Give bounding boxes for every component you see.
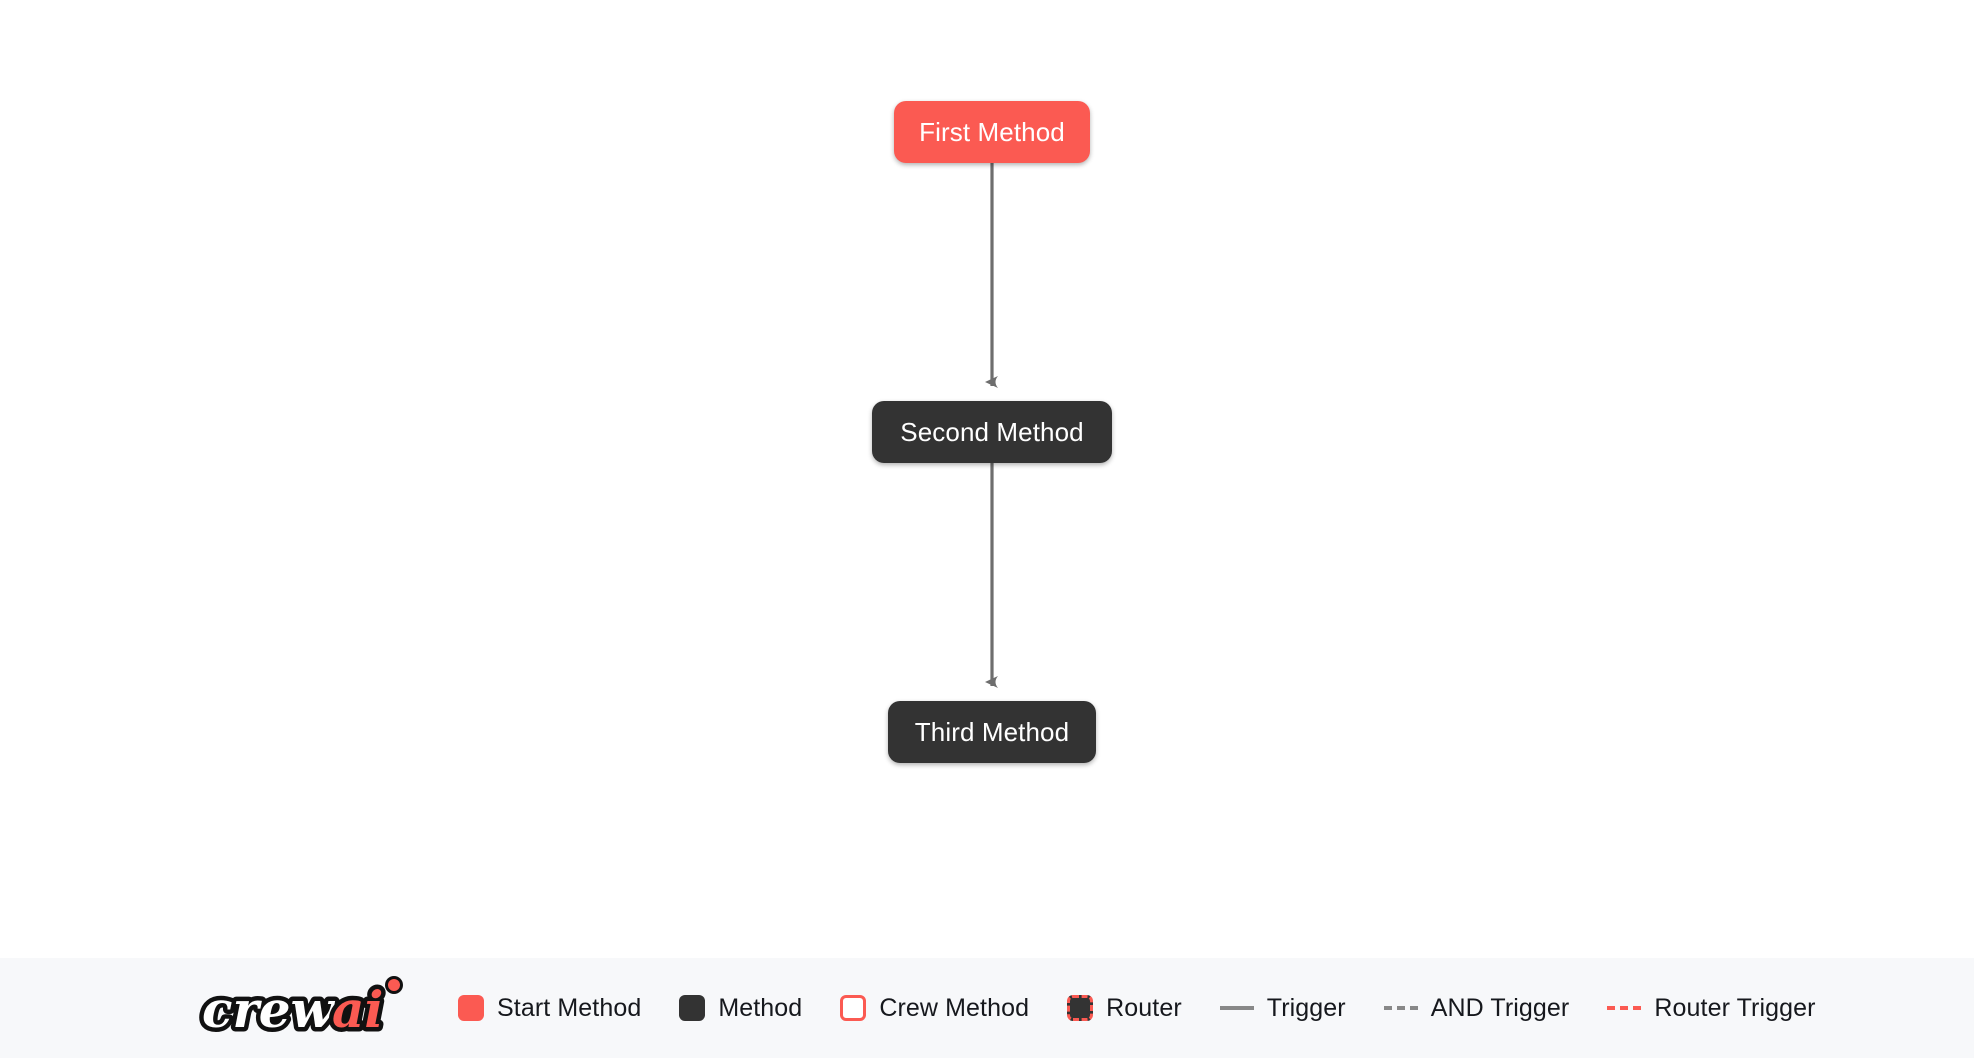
flow-node-label: First Method (919, 116, 1065, 147)
crew-method-swatch-icon (840, 995, 867, 1021)
svg-text:ai: ai (332, 980, 383, 1039)
legend-item-router-trigger: Router Trigger (1607, 994, 1815, 1023)
legend-item-router: Router (1067, 994, 1182, 1023)
flow-node-second-method[interactable]: Second Method (872, 401, 1112, 463)
legend-item-trigger: Trigger (1219, 993, 1346, 1023)
legend-bar: crew crew ai ai Start Method Method Crew… (0, 958, 1974, 1058)
legend-item-start-method: Start Method (458, 994, 641, 1023)
legend-item-label: Crew Method (879, 993, 1030, 1022)
router-trigger-line-icon (1607, 1006, 1642, 1010)
legend-item-label: Router (1106, 993, 1182, 1022)
legend-item-label: Start Method (497, 993, 642, 1022)
and-trigger-line-icon (1383, 1006, 1418, 1010)
crewai-logo: crew crew ai ai (198, 976, 403, 1043)
legend-item-method: Method (679, 994, 802, 1023)
trigger-line-icon (1219, 1006, 1254, 1010)
svg-text:crew: crew (202, 980, 336, 1039)
method-swatch-icon (679, 995, 706, 1021)
flow-node-third-method[interactable]: Third Method (888, 701, 1096, 763)
flow-canvas[interactable]: First Method Second Method Third Method (0, 0, 1974, 958)
flow-node-label: Second Method (900, 416, 1084, 447)
legend-item-label: Router Trigger (1654, 993, 1816, 1022)
legend-item-label: Trigger (1266, 993, 1346, 1022)
flow-node-first-method[interactable]: First Method (894, 101, 1090, 163)
legend-item-label: Method (718, 993, 803, 1022)
legend-item-and-trigger: AND Trigger (1383, 993, 1570, 1023)
start-method-swatch-icon (458, 995, 484, 1021)
flow-node-label: Third Method (914, 716, 1070, 747)
router-swatch-icon (1067, 995, 1094, 1021)
legend-item-crew-method: Crew Method (840, 994, 1029, 1023)
svg-text:ai: ai (332, 980, 383, 1039)
legend-item-label: AND Trigger (1430, 993, 1570, 1022)
svg-text:crew: crew (202, 980, 336, 1039)
